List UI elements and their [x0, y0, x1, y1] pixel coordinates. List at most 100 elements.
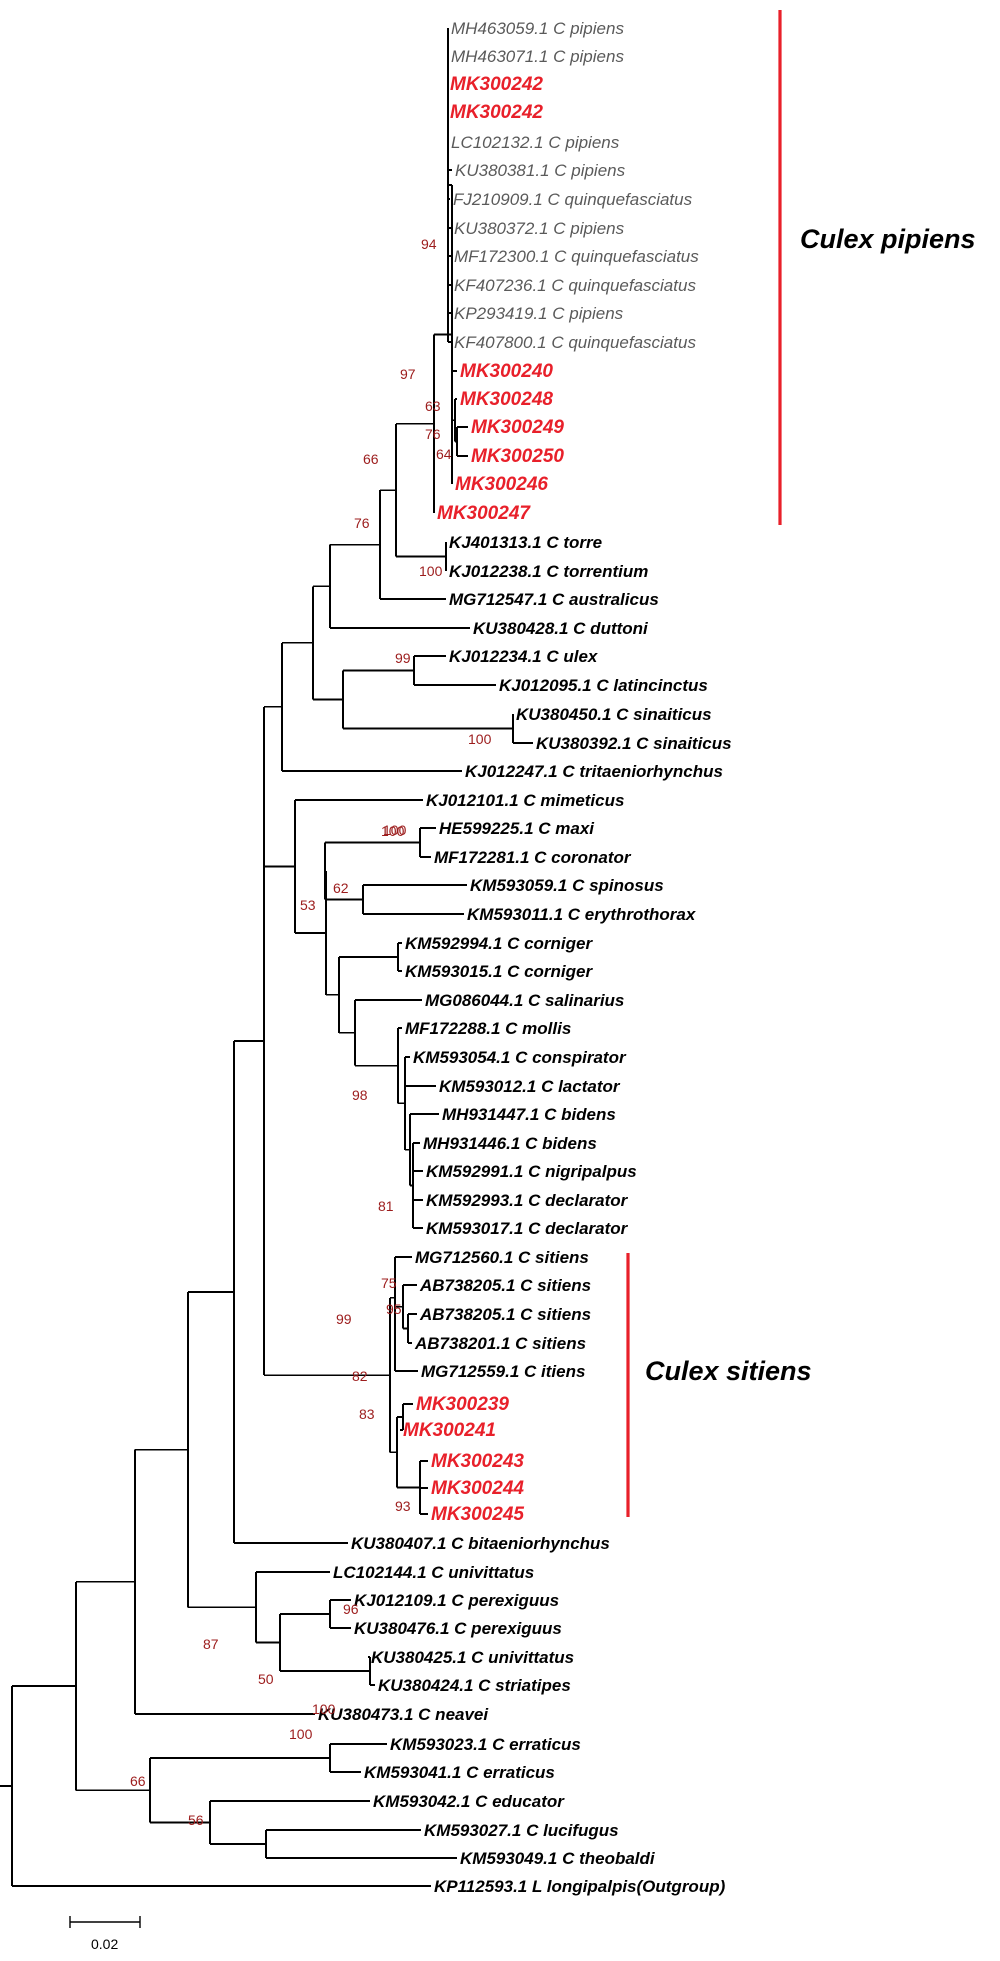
leaf-label: KM593011.1 C erythrothorax — [467, 905, 697, 924]
support-value: 83 — [359, 1406, 375, 1422]
leaf-label: MK300242 — [450, 74, 543, 95]
leaf-label: KU380450.1 C sinaiticus — [516, 705, 712, 724]
leaf-label: MH463059.1 C pipiens — [451, 19, 624, 38]
leaf-label: MK300243 — [431, 1451, 524, 1472]
support-value: 100 — [381, 823, 405, 839]
leaf-label: MK300247 — [437, 503, 531, 524]
leaf-label: KJ012234.1 C ulex — [449, 647, 599, 666]
support-value: 100 — [289, 1726, 313, 1742]
leaf-label: MK300240 — [460, 361, 553, 382]
leaf-label: KM593042.1 C educator — [373, 1792, 565, 1811]
leaf-label: KM592994.1 C corniger — [405, 934, 593, 953]
leaf-label: KU380428.1 C duttoni — [473, 619, 649, 638]
support-value: 100 — [419, 563, 443, 579]
support-value: 100 — [312, 1701, 336, 1717]
leaf-label: KF407800.1 C quinquefasciatus — [454, 333, 696, 352]
support-value: 66 — [130, 1773, 146, 1789]
leaf-label: MF172300.1 C quinquefasciatus — [454, 247, 699, 266]
leaf-label: KJ012247.1 C tritaeniorhynchus — [465, 762, 723, 781]
support-value: 100 — [468, 731, 492, 747]
leaf-label: KM593041.1 C erraticus — [364, 1763, 555, 1782]
support-value: 66 — [363, 451, 379, 467]
leaf-label: KU380424.1 C striatipes — [378, 1676, 571, 1695]
leaf-label: AB738201.1 C sitiens — [414, 1334, 586, 1353]
leaf-label: KU380381.1 C pipiens — [455, 161, 626, 180]
leaf-label: KM593017.1 C declarator — [426, 1219, 629, 1238]
support-value: 87 — [203, 1636, 219, 1652]
leaf-label: KM593015.1 C corniger — [405, 962, 593, 981]
support-value: 76 — [425, 426, 441, 442]
support-value: 50 — [258, 1671, 274, 1687]
leaf-label: KP112593.1 L longipalpis(Outgroup) — [434, 1877, 726, 1896]
support-value: 95 — [386, 1301, 402, 1317]
leaf-label: LC102132.1 C pipiens — [451, 133, 620, 152]
leaf-label: KJ012238.1 C torrentium — [449, 562, 648, 581]
leaf-label: MK300249 — [471, 417, 564, 438]
leaf-label: KM592991.1 C nigripalpus — [426, 1162, 637, 1181]
leaf-label: KM592993.1 C declarator — [426, 1191, 629, 1210]
leaf-label: KF407236.1 C quinquefasciatus — [454, 276, 696, 295]
support-value: 75 — [381, 1275, 397, 1291]
support-values: 9497637664667610099100100625310098817595… — [130, 236, 492, 1828]
clade-label-pipiens: Culex pipiens — [800, 224, 976, 254]
leaf-label: HE599225.1 C maxi — [439, 819, 595, 838]
leaf-label: KU380425.1 C univittatus — [371, 1648, 574, 1667]
support-value: 97 — [400, 366, 416, 382]
support-value: 82 — [352, 1368, 368, 1384]
support-value: 93 — [395, 1498, 411, 1514]
leaf-label: MF172281.1 C coronator — [434, 848, 632, 867]
leaf-label: MK300248 — [460, 389, 553, 410]
leaf-label: AB738205.1 C sitiens — [419, 1305, 591, 1324]
tree-branches — [0, 28, 533, 1887]
leaf-label: KM593059.1 C spinosus — [470, 876, 664, 895]
leaf-label: MK300239 — [416, 1394, 509, 1415]
leaf-label: KM593054.1 C conspirator — [413, 1048, 627, 1067]
leaf-label: LC102144.1 C univittatus — [333, 1563, 534, 1582]
support-value: 100 — [383, 822, 407, 838]
support-value: 76 — [354, 515, 370, 531]
leaf-label: KU380473.1 C neavei — [318, 1705, 489, 1724]
leaf-label: MH463071.1 C pipiens — [451, 47, 624, 66]
support-value: 96 — [343, 1601, 359, 1617]
leaf-label: MK300245 — [431, 1504, 524, 1525]
support-value: 99 — [395, 650, 411, 666]
leaf-label: KP293419.1 C pipiens — [454, 304, 624, 323]
leaf-label: AB738205.1 C sitiens — [419, 1276, 591, 1295]
leaf-label: FJ210909.1 C quinquefasciatus — [453, 190, 693, 209]
leaf-label: KU380372.1 C pipiens — [454, 219, 625, 238]
support-value: 64 — [436, 446, 452, 462]
leaf-label: KU380392.1 C sinaiticus — [536, 734, 732, 753]
support-value: 56 — [188, 1812, 204, 1828]
leaf-label: MG086044.1 C salinarius — [425, 991, 624, 1010]
scale-bar-label: 0.02 — [91, 1936, 118, 1952]
leaf-label: MK300241 — [403, 1420, 496, 1441]
leaf-label: KJ012109.1 C perexiguus — [354, 1591, 559, 1610]
leaf-label: KU380407.1 C bitaeniorhynchus — [351, 1534, 610, 1553]
leaf-label: KJ401313.1 C torre — [449, 533, 602, 552]
leaf-label: KJ012101.1 C mimeticus — [426, 791, 624, 810]
support-value: 94 — [421, 236, 437, 252]
support-value: 53 — [300, 897, 316, 913]
leaf-label: KM593023.1 C erraticus — [390, 1735, 581, 1754]
support-value: 63 — [425, 398, 441, 414]
leaf-label: MG712560.1 C sitiens — [415, 1248, 589, 1267]
leaf-label: MK300242 — [450, 102, 543, 123]
leaf-label: KJ012095.1 C latincinctus — [499, 676, 708, 695]
leaf-label: MK300246 — [455, 474, 548, 495]
scale-bar: 0.02 — [69, 1916, 141, 1952]
leaf-label: MH931447.1 C bidens — [442, 1105, 616, 1124]
leaf-label: MH931446.1 C bidens — [423, 1134, 597, 1153]
leaf-label: KM593012.1 C lactator — [439, 1077, 621, 1096]
leaf-label: MK300250 — [471, 446, 564, 467]
support-value: 98 — [352, 1087, 368, 1103]
leaf-label: MG712547.1 C australicus — [449, 590, 659, 609]
leaf-label: KU380476.1 C perexiguus — [354, 1619, 562, 1638]
support-value: 62 — [333, 880, 349, 896]
clade-label-sitiens: Culex sitiens — [645, 1356, 812, 1386]
leaf-label: MF172288.1 C mollis — [405, 1019, 571, 1038]
leaf-label: MG712559.1 C itiens — [421, 1362, 585, 1381]
leaf-label: KM593027.1 C lucifugus — [424, 1821, 619, 1840]
support-value: 99 — [336, 1311, 352, 1327]
